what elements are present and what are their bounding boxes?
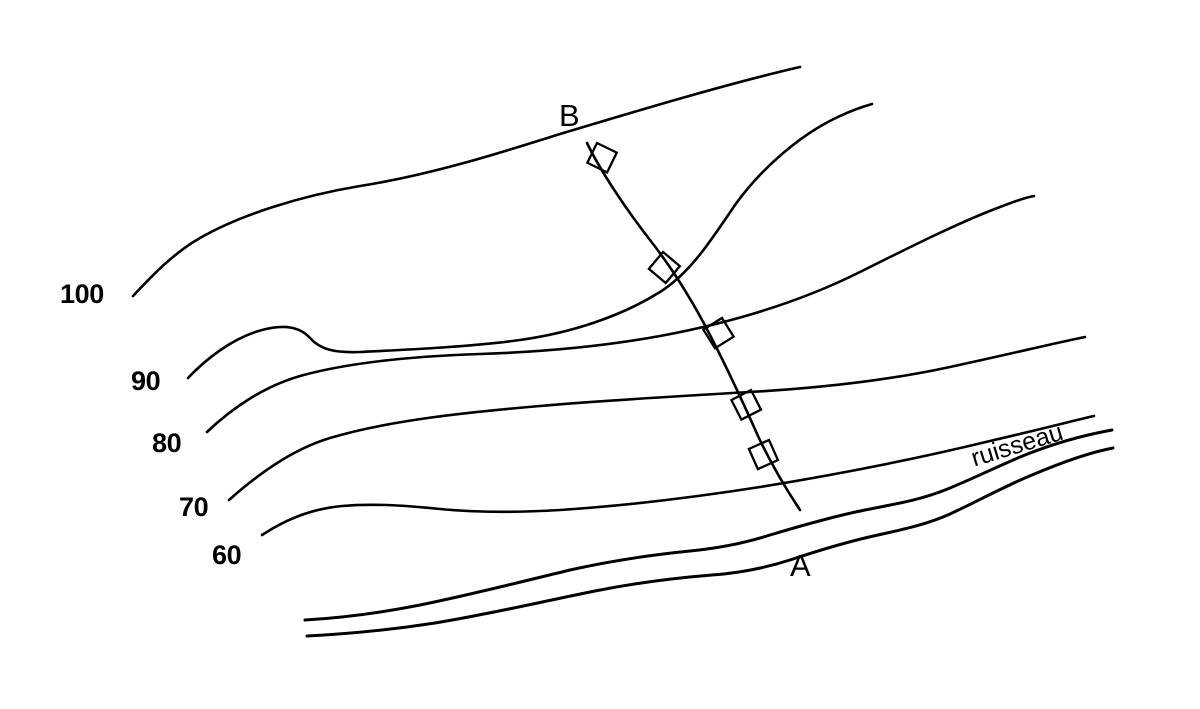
contour-line-100 bbox=[131, 65, 802, 298]
elevation-label-contour-100: 100 bbox=[60, 279, 104, 309]
right-angle-marker-1 bbox=[585, 141, 619, 174]
right-angle-marker-3 bbox=[701, 316, 736, 350]
elevation-label-contour-70: 70 bbox=[179, 492, 209, 522]
contour-line-60 bbox=[260, 414, 1096, 537]
elevation-label-contour-80: 80 bbox=[152, 428, 182, 458]
stream-bank-lower bbox=[305, 446, 1115, 638]
right-angle-marker-2 bbox=[647, 250, 682, 285]
right-angle-square bbox=[747, 438, 780, 471]
point-label-point-b: B bbox=[559, 98, 580, 133]
right-angle-square bbox=[729, 388, 763, 422]
contour-line-70 bbox=[227, 335, 1087, 502]
right-angle-marker-5 bbox=[747, 438, 780, 471]
right-angle-markers-group bbox=[585, 141, 780, 471]
right-angle-square bbox=[585, 141, 619, 174]
profile-line-ab bbox=[585, 141, 802, 512]
contour-line-90 bbox=[186, 102, 874, 380]
elevation-label-contour-90: 90 bbox=[131, 366, 161, 396]
elevation-label-contour-60: 60 bbox=[212, 540, 242, 570]
stream-banks-group bbox=[303, 428, 1115, 638]
right-angle-square bbox=[647, 250, 682, 285]
contour-lines-group bbox=[131, 65, 1096, 537]
point-label-point-a: A bbox=[790, 548, 811, 583]
profile-line-path bbox=[585, 141, 802, 512]
right-angle-marker-4 bbox=[729, 388, 763, 422]
stream-bank-upper bbox=[303, 428, 1114, 622]
right-angle-square bbox=[701, 316, 736, 350]
contour-line-80 bbox=[205, 194, 1036, 434]
